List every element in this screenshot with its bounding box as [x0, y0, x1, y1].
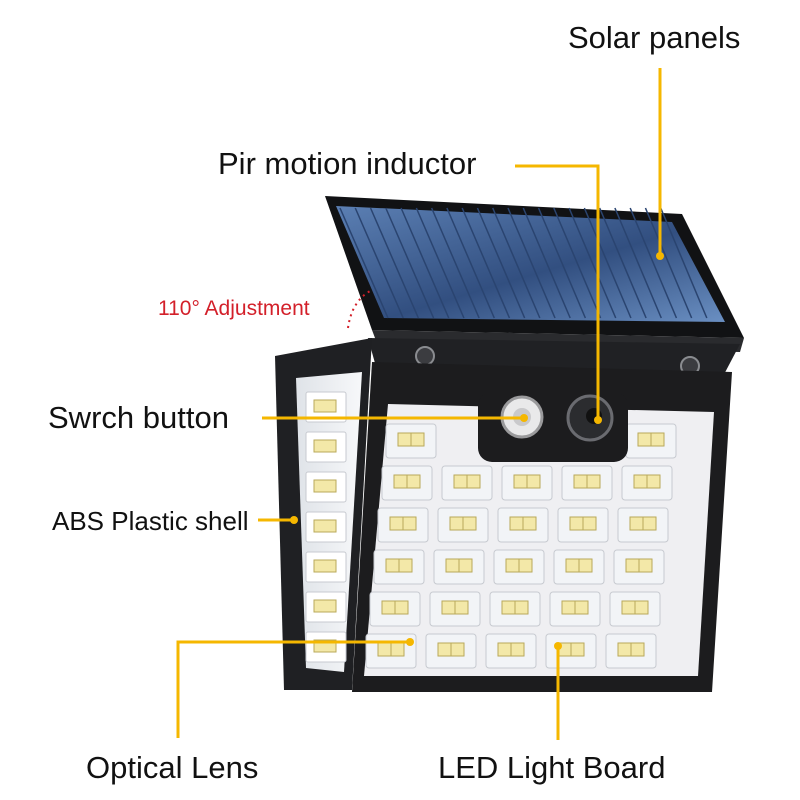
solar-cell-line — [568, 207, 617, 319]
solar-cell-line — [415, 207, 465, 319]
led-cell — [381, 465, 433, 501]
solar-panel — [325, 196, 744, 352]
led-cell — [549, 591, 601, 627]
solar-cell-grid — [339, 207, 708, 319]
led-light-board — [365, 423, 677, 669]
led-cell — [425, 633, 477, 669]
led-cell — [441, 465, 493, 501]
solar-cell-line — [339, 207, 389, 319]
solar-cell-line — [385, 207, 435, 319]
solar-cell-line — [629, 207, 678, 319]
led-cell — [609, 591, 661, 627]
solar-cell-line — [461, 207, 511, 319]
side-led-cell — [305, 391, 347, 423]
solar-cell-line — [644, 207, 693, 319]
side-led-strip — [305, 391, 347, 663]
led-cell — [433, 549, 485, 585]
led-cell — [561, 465, 613, 501]
label-switch-button: Swrch button — [48, 400, 229, 435]
led-cell — [605, 633, 657, 669]
led-cell — [557, 507, 609, 543]
leader-lines — [176, 68, 664, 740]
led-cell — [497, 507, 549, 543]
solar-cell-line — [583, 207, 632, 319]
solar-cell-line — [507, 207, 556, 319]
led-cell — [385, 423, 437, 459]
led-cell — [613, 549, 665, 585]
solar-cell-line — [400, 207, 450, 319]
solar-cell-line — [537, 207, 587, 319]
label-adjustment: 110° Adjustment — [158, 297, 310, 320]
solar-cell-line — [598, 207, 647, 319]
leader-pir — [515, 164, 600, 420]
label-solar-panels: Solar panels — [568, 20, 741, 55]
label-optical-lens: Optical Lens — [86, 750, 259, 785]
led-cell — [489, 591, 541, 627]
solar-cell-line — [614, 207, 662, 319]
led-cell — [625, 423, 677, 459]
side-led-cell — [305, 471, 347, 503]
led-cell — [485, 633, 537, 669]
led-cell — [377, 507, 429, 543]
side-led-cell — [305, 591, 347, 623]
side-led-cell — [305, 511, 347, 543]
led-cell — [501, 465, 553, 501]
solar-cell-line — [476, 207, 526, 319]
side-led-cell — [305, 431, 347, 463]
solar-cell-line — [522, 207, 571, 319]
solar-cell-line — [492, 207, 541, 319]
solar-cell-line — [446, 207, 495, 319]
side-led-cell — [305, 631, 347, 663]
solar-cell-line — [369, 207, 420, 319]
led-cell — [493, 549, 545, 585]
label-abs-plastic-shell: ABS Plastic shell — [52, 506, 249, 536]
led-cell — [429, 591, 481, 627]
led-cell — [437, 507, 489, 543]
label-led-light-board: LED Light Board — [438, 750, 666, 785]
solar-cell-line — [660, 207, 708, 319]
led-cell — [373, 549, 425, 585]
led-cell — [617, 507, 669, 543]
led-cell — [545, 633, 597, 669]
solar-cell-line — [430, 207, 480, 319]
solar-cell-line — [354, 207, 404, 319]
label-pir-motion-inductor: Pir motion inductor — [218, 146, 477, 181]
leader-optical-lens — [176, 640, 410, 738]
solar-cell-line — [553, 207, 602, 319]
side-led-cell — [305, 551, 347, 583]
front-housing — [352, 362, 732, 692]
side-shell — [275, 338, 372, 690]
led-cell — [553, 549, 605, 585]
led-cell — [369, 591, 421, 627]
adjustment-arc — [347, 289, 373, 329]
hinge-screw-icon — [415, 346, 435, 366]
led-cell — [621, 465, 673, 501]
